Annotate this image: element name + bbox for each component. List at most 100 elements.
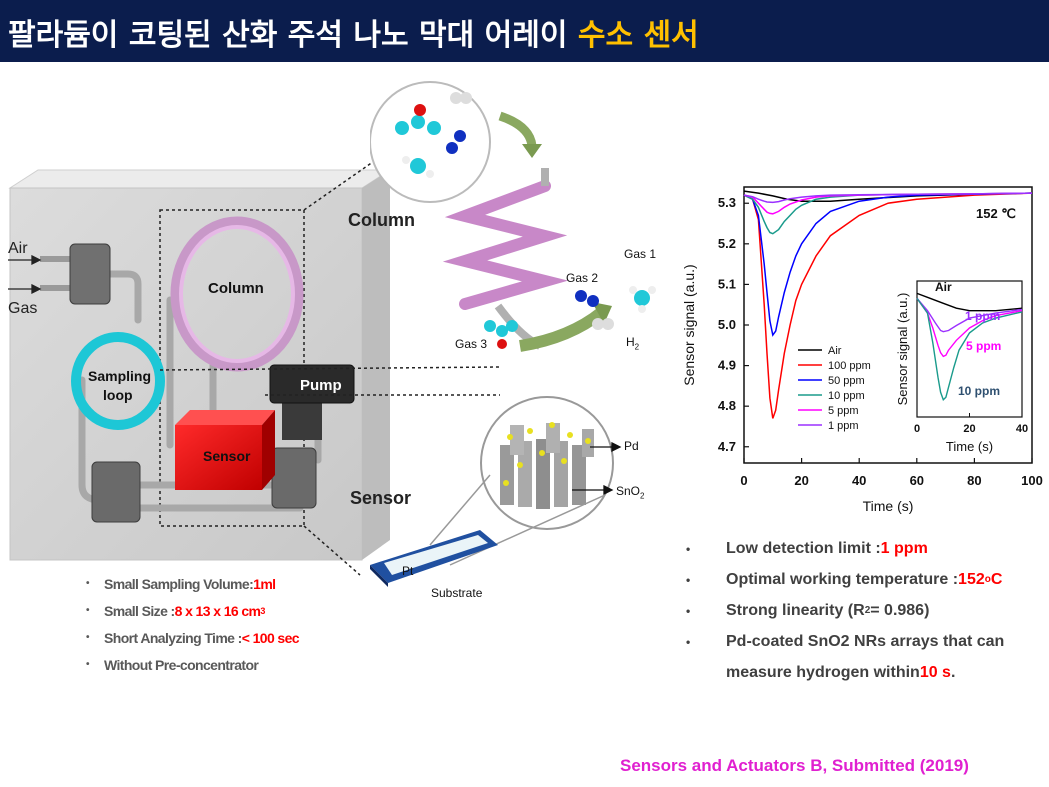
inlet-arrows (8, 254, 42, 295)
feature-text-rest: = 0.986) (870, 601, 930, 619)
feature-value: 10 s (919, 663, 951, 681)
x-tick-label: 20 (794, 473, 808, 488)
y-tick-label: 5.3 (718, 195, 736, 210)
feature-nr-arrays: • Pd-coated SnO2 NRs arrays that can (686, 626, 1046, 657)
pd-label: Pd (624, 439, 639, 453)
feature-nr-arrays-line2: measure hydrogen within 10 s. (686, 657, 1046, 688)
spec-item-time: • Short Analyzing Time : < 100 sec (86, 624, 376, 651)
inset-y-axis-label: Sensor signal (a.u.) (895, 293, 910, 406)
bullet-dot: • (686, 572, 691, 587)
curved-arrow-bottom (519, 307, 606, 352)
bullet-dot: • (86, 578, 90, 589)
pointer-arrows (572, 441, 622, 496)
y-tick-label: 4.8 (718, 398, 736, 413)
inset-x-tick-label: 20 (963, 423, 975, 435)
y-tick-label: 5.1 (718, 276, 736, 291)
legend-entry: 1 ppm (828, 420, 859, 432)
gas-label: Gas (8, 300, 38, 317)
column-label-device: Column (208, 280, 264, 297)
air-label: Air (8, 240, 28, 257)
spec-item-preconcentrator: • Without Pre-concentrator (86, 651, 376, 678)
inset-series-line (916, 297, 1023, 401)
column-coil (170, 216, 304, 372)
gas1-label: Gas 1 (624, 247, 657, 261)
inset-x-axis-label: Time (s) (946, 439, 993, 454)
title-highlight: 수소 센서 (577, 18, 699, 53)
feature-value: 152 (958, 570, 985, 588)
spec-text: Without Pre-concentrator (104, 656, 259, 673)
gas1-molecule (629, 286, 656, 313)
bullet-dot: • (86, 659, 90, 670)
series-line (743, 192, 1033, 204)
title-bar: 팔라듐이 코팅된 산화 주석 나노 막대 어레이 수소 센서 (0, 0, 1049, 62)
y-tick-label: 4.7 (718, 439, 736, 454)
x-tick-label: 0 (740, 473, 747, 488)
loop-label: loop (103, 387, 133, 403)
spec-text: Small Size : (104, 602, 175, 619)
slide-title: 팔라듐이 코팅된 산화 주석 나노 막대 어레이 수소 센서 (8, 10, 699, 54)
feature-detection-limit: • Low detection limit : 1 ppm (686, 533, 1046, 564)
sensor-block (175, 425, 262, 490)
substrate-label: Substrate (431, 586, 483, 600)
inset-x-tick-label: 40 (1016, 423, 1028, 435)
bullet-dot: • (686, 541, 691, 556)
spec-text: Short Analyzing Time : (104, 629, 242, 646)
series-line (743, 192, 1033, 337)
inset-series-line (916, 292, 1023, 312)
enclosure-top (8, 169, 392, 189)
x-tick-label: 100 (1021, 473, 1043, 488)
feature-value: 1 ppm (880, 539, 928, 557)
feature-text: Optimal working temperature : (726, 570, 959, 588)
inset-series-label: 1 ppm (965, 309, 1000, 323)
legend-entry: 50 ppm (828, 375, 865, 387)
device-specs-list: • Small Sampling Volume: 1ml • Small Size … (86, 570, 376, 678)
gc-device-illustration (8, 149, 501, 576)
x-axis-label: Time (s) (863, 498, 914, 514)
temperature-annotation: 152 ℃ (976, 206, 1016, 221)
pt-label: Pt (402, 564, 414, 578)
spec-item-volume: • Small Sampling Volume: 1ml (86, 570, 376, 597)
bullet-dot: • (86, 632, 90, 643)
bullet-dot: • (686, 634, 691, 649)
spec-superscript: 3 (260, 605, 265, 616)
x-tick-label: 80 (967, 473, 981, 488)
feature-text: Strong linearity (R (726, 601, 865, 619)
feature-text: Pd-coated SnO2 NRs arrays that can (726, 632, 1005, 650)
feature-superscript: 2 (864, 605, 871, 616)
h2-text: H (626, 335, 635, 349)
y-tick-label: 5.2 (718, 236, 736, 251)
molecule-circle (370, 81, 491, 203)
inset-series-line (916, 297, 1023, 358)
column-detail-illustration (370, 81, 656, 352)
h2-subscript: 2 (634, 342, 640, 352)
column-helix (442, 180, 569, 310)
feature-text: Low detection limit : (726, 539, 881, 557)
sensor-features-list: • Low detection limit : 1 ppm • Optimal wo… (686, 533, 1046, 688)
h2-molecule (592, 318, 614, 330)
x-tick-label: 60 (910, 473, 924, 488)
curved-arrow-top (498, 111, 537, 147)
enclosure-side (362, 170, 390, 560)
bullet-dot: • (86, 605, 90, 616)
spec-value: < 100 sec (241, 629, 300, 646)
gas3-label: Gas 3 (455, 337, 488, 351)
x-tick-label: 40 (852, 473, 866, 488)
legend-entry: Air (828, 345, 842, 357)
sensor-label-device: Sensor (203, 448, 251, 464)
degree-superscript: o (984, 574, 991, 585)
spec-value: 1ml (253, 575, 276, 592)
spec-text: Small Sampling Volume: (104, 575, 254, 592)
gas-pipe (40, 285, 72, 291)
inset-x-tick-label: 0 (914, 423, 920, 435)
inset-series-label: 5 ppm (966, 339, 1001, 353)
title-main: 팔라듐이 코팅된 산화 주석 나노 막대 어레이 (8, 18, 578, 53)
sampling-label: Sampling (88, 368, 152, 384)
leader-lines (159, 149, 501, 576)
inset-series-line (916, 297, 1023, 333)
valve-left (91, 461, 141, 523)
substrate-chip (370, 530, 498, 587)
series-line (743, 192, 1033, 419)
h2-label: H2 (626, 335, 639, 351)
gas3-molecule (484, 320, 518, 349)
